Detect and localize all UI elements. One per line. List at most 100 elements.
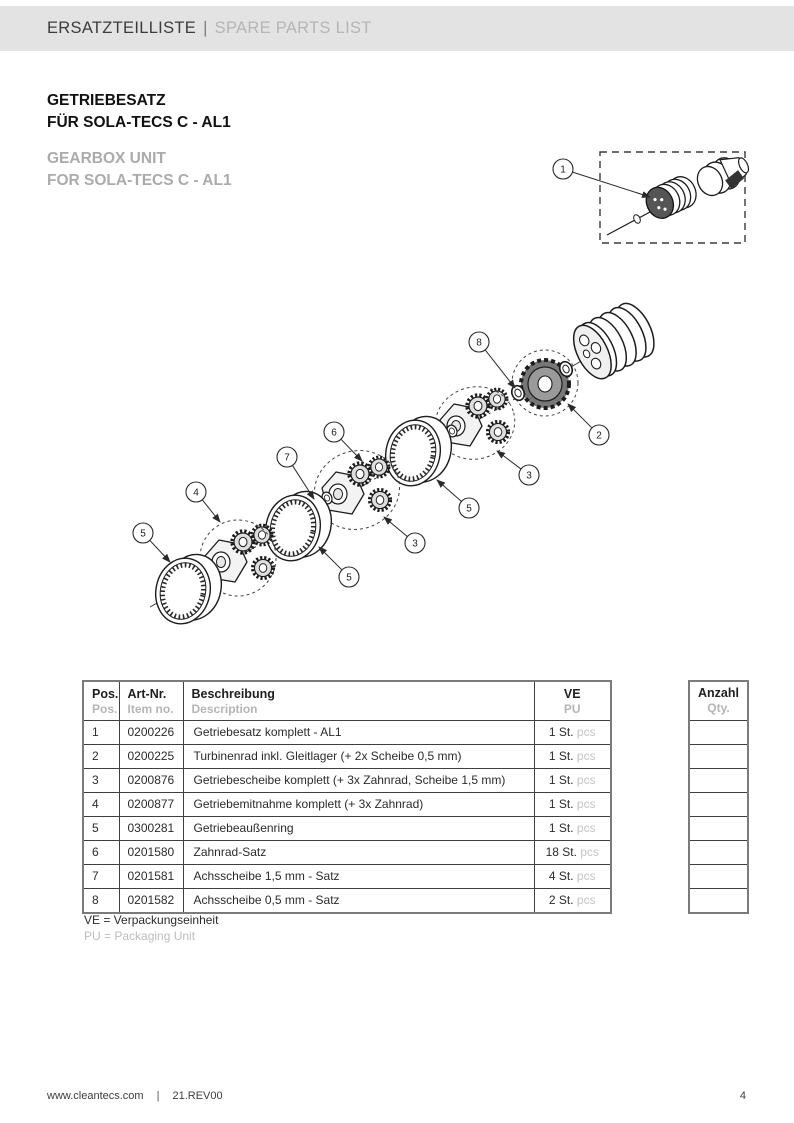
cell-item-no: 0200877 bbox=[118, 792, 184, 817]
washer bbox=[508, 382, 528, 404]
detail-housing bbox=[696, 156, 750, 197]
callout-3: 3 bbox=[383, 516, 426, 554]
col-desc-de: Beschreibung bbox=[191, 686, 275, 701]
cell-ve-unit-en: pcs bbox=[576, 893, 596, 907]
title-de-line2: FÜR SOLA-TECS C - AL1 bbox=[47, 114, 231, 131]
carrier-group-left bbox=[199, 519, 277, 597]
cell-description: Achsscheibe 0,5 mm - Satz bbox=[182, 888, 535, 914]
cell-item-no: 0300281 bbox=[118, 816, 184, 841]
footer-website: www.cleantecs.com bbox=[47, 1090, 144, 1102]
parts-table-header-row: Pos. Pos. Art-Nr. Item no. Beschreibung … bbox=[82, 680, 612, 721]
qty-empty-cell bbox=[690, 817, 747, 841]
page-number: 4 bbox=[739, 1090, 746, 1102]
col-desc-en: Description bbox=[191, 701, 258, 716]
dashed-border bbox=[599, 151, 746, 244]
col-pos-de: Pos. bbox=[92, 686, 119, 701]
col-pos-en: Pos. bbox=[92, 701, 118, 716]
carrier-group-right bbox=[434, 386, 516, 460]
topbar-divider: | bbox=[203, 19, 208, 37]
cell-description: Achsscheibe 1,5 mm - Satz bbox=[182, 864, 535, 889]
cell-ve: 1 St. pcs bbox=[533, 768, 612, 793]
cell-ve-unit-en: pcs bbox=[580, 845, 599, 859]
callout-3: 3 bbox=[496, 450, 540, 486]
cell-description: Getriebesatz komplett - AL1 bbox=[182, 720, 535, 745]
callout-label: 6 bbox=[331, 428, 337, 439]
qty-empty-cell bbox=[690, 745, 747, 769]
callout-5: 5 bbox=[318, 546, 360, 588]
qty-empty-cell bbox=[690, 865, 747, 889]
page-title-english: GEARBOX UNIT FOR SOLA-TECS C - AL1 bbox=[47, 148, 232, 192]
footnote-pu: PU = Packaging Unit bbox=[84, 929, 196, 943]
cell-ve-unit-en: pcs bbox=[576, 773, 596, 787]
col-header-description: Beschreibung Description bbox=[182, 680, 535, 721]
cell-pos: 7 bbox=[82, 864, 120, 889]
cell-item-no: 0201581 bbox=[118, 864, 184, 889]
cell-ve-unit-en: pcs bbox=[576, 821, 596, 835]
cell-item-no: 0200225 bbox=[118, 744, 184, 769]
cell-description: Getriebemitnahme komplett (+ 3x Zahnrad) bbox=[182, 792, 535, 817]
cell-item-no: 0200226 bbox=[118, 720, 184, 745]
cell-item-no: 0200876 bbox=[118, 768, 184, 793]
cell-pos: 1 bbox=[82, 720, 120, 745]
qty-empty-cell bbox=[690, 721, 747, 745]
outer-ring bbox=[380, 409, 458, 493]
topbar-title-de: ERSATZTEILLISTE bbox=[47, 19, 197, 37]
callout-label: 5 bbox=[346, 573, 352, 584]
cell-item-no: 0201580 bbox=[118, 840, 184, 865]
callout-label: 2 bbox=[596, 431, 602, 442]
footer-divider: | bbox=[156, 1090, 160, 1102]
gearbox-drum bbox=[572, 302, 655, 380]
col-item-de: Art-Nr. bbox=[127, 686, 167, 701]
quantity-box: Anzahl Qty. bbox=[688, 680, 749, 914]
cell-description: Turbinenrad inkl. Gleitlager (+ 2x Schei… bbox=[182, 744, 535, 769]
callout-5: 5 bbox=[436, 479, 480, 519]
qty-box-rows bbox=[690, 721, 747, 912]
page-footer: www.cleantecs.com | 21.REV00 4 bbox=[47, 1090, 746, 1102]
topbar-title-en: SPARE PARTS LIST bbox=[214, 19, 372, 37]
cell-ve-unit-en: pcs bbox=[576, 869, 596, 883]
cell-pos: 4 bbox=[82, 792, 120, 817]
qty-empty-cell bbox=[690, 769, 747, 793]
qty-header-de: Anzahl bbox=[698, 686, 739, 700]
cell-ve-unit-en: pcs bbox=[576, 749, 596, 763]
top-bar: ERSATZTEILLISTE | SPARE PARTS LIST bbox=[0, 6, 794, 51]
callout-2: 2 bbox=[567, 403, 610, 446]
col-header-item-no: Art-Nr. Item no. bbox=[118, 680, 184, 721]
cell-ve: 1 St. pcs bbox=[533, 720, 612, 745]
cell-ve: 1 St. pcs bbox=[533, 816, 612, 841]
cell-ve: 2 St. pcs bbox=[533, 888, 612, 914]
outer-ring bbox=[260, 484, 338, 568]
parts-table: Pos. Pos. Art-Nr. Item no. Beschreibung … bbox=[82, 680, 612, 914]
qty-header-en: Qty. bbox=[707, 701, 730, 715]
detail-ribbed-cylinder bbox=[645, 176, 697, 219]
qty-empty-cell bbox=[690, 889, 747, 912]
title-en-line2: FOR SOLA-TECS C - AL1 bbox=[47, 172, 232, 189]
footer-revision: 21.REV00 bbox=[172, 1090, 223, 1102]
carrier-group-middle bbox=[309, 450, 401, 530]
footnotes: VE = Verpackungseinheit PU = Packaging U… bbox=[84, 912, 218, 944]
cell-pos: 5 bbox=[82, 816, 120, 841]
callout-label: 7 bbox=[284, 453, 290, 464]
callout-8: 8 bbox=[468, 331, 516, 389]
cell-pos: 2 bbox=[82, 744, 120, 769]
footnote-ve: VE = Verpackungseinheit bbox=[84, 913, 219, 927]
callout-6: 6 bbox=[323, 421, 363, 462]
col-header-pos: Pos. Pos. bbox=[82, 680, 120, 721]
callout-label: 3 bbox=[526, 471, 532, 482]
qty-empty-cell bbox=[690, 793, 747, 817]
cell-description: Getriebeaußenring bbox=[182, 816, 535, 841]
qty-empty-cell bbox=[690, 841, 747, 865]
cell-pos: 8 bbox=[82, 888, 120, 914]
outer-ring bbox=[150, 547, 228, 631]
col-ve-de: VE bbox=[563, 686, 581, 701]
col-ve-en: PU bbox=[563, 701, 581, 716]
